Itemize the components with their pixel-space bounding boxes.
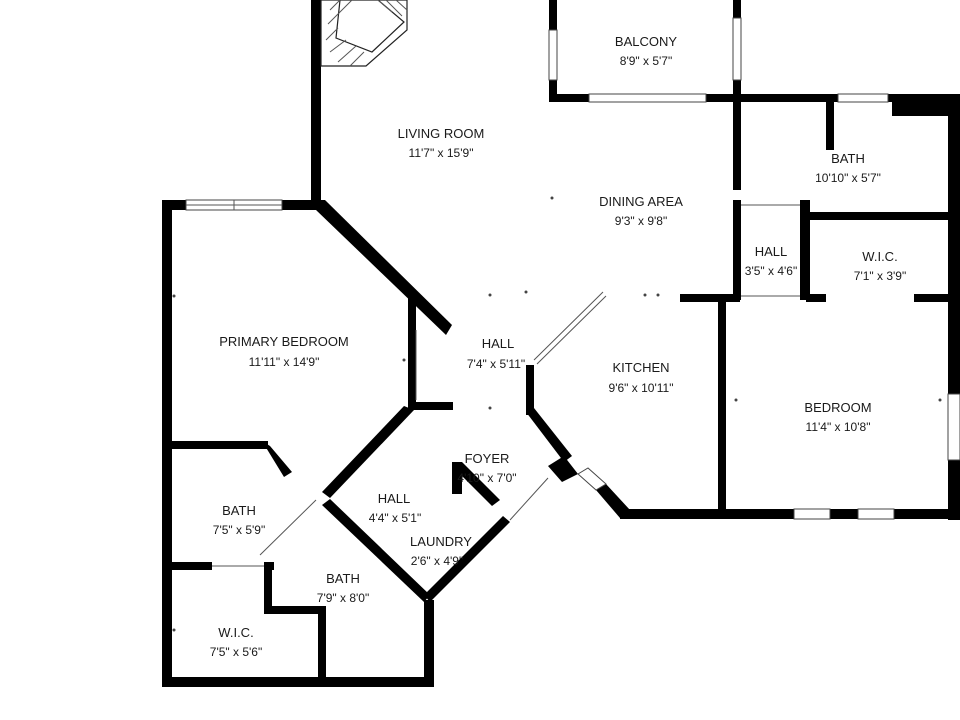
room-dims: 4'10" x 7'0" (457, 471, 516, 485)
room-label-bedroom: BEDROOM 11'4" x 10'8" (804, 400, 871, 434)
room-name: W.I.C. (218, 625, 253, 640)
windows (185, 17, 960, 567)
room-name: BEDROOM (804, 400, 871, 415)
room-name: BATH (831, 151, 865, 166)
room-dims: 2'6" x 4'9" (411, 554, 463, 568)
room-label-hall-small: HALL 3'5" x 4'6" (745, 244, 797, 278)
room-label-bath-left: BATH 7'5" x 5'9" (213, 503, 265, 537)
room-dims: 7'4" x 5'11" (467, 357, 525, 371)
room-label-wic-lower: W.I.C. 7'5" x 5'6" (210, 625, 262, 659)
room-name: HALL (755, 244, 788, 259)
room-dims: 11'4" x 10'8" (806, 420, 871, 434)
room-dims: 7'9" x 8'0" (317, 591, 369, 605)
room-label-hall-lower: HALL 4'4" x 5'1" (369, 491, 421, 525)
room-name: W.I.C. (862, 249, 897, 264)
room-name: FOYER (465, 451, 510, 466)
room-name: HALL (378, 491, 411, 506)
room-dims: 4'4" x 5'1" (369, 511, 421, 525)
room-name: LIVING ROOM (398, 126, 485, 141)
room-dims: 10'10" x 5'7" (815, 171, 881, 185)
room-label-dining-area: DINING AREA 9'3" x 9'8" (599, 194, 683, 228)
room-name: PRIMARY BEDROOM (219, 334, 349, 349)
room-label-wic-upper: W.I.C. 7'1" x 3'9" (854, 249, 906, 283)
room-label-foyer: FOYER 4'10" x 7'0" (457, 451, 516, 485)
room-dims: 7'1" x 3'9" (854, 269, 906, 283)
room-dims: 11'7" x 15'9" (409, 146, 474, 160)
room-label-bath-upper: BATH 10'10" x 5'7" (815, 151, 881, 185)
room-name: BATH (326, 571, 360, 586)
room-label-balcony: BALCONY 8'9" x 5'7" (615, 34, 677, 68)
room-dims: 3'5" x 4'6" (745, 264, 797, 278)
room-dims: 11'11" x 14'9" (249, 355, 320, 369)
room-label-bath-lower: BATH 7'9" x 8'0" (317, 571, 369, 605)
room-name: KITCHEN (612, 360, 669, 375)
room-label-laundry: LAUNDRY 2'6" x 4'9" (410, 534, 472, 568)
room-label-hall-center: HALL 7'4" x 5'11" (467, 336, 525, 371)
room-name: LAUNDRY (410, 534, 472, 549)
measurement-ticks (172, 196, 942, 632)
room-dims: 8'9" x 5'7" (620, 54, 672, 68)
room-dims: 7'5" x 5'6" (210, 645, 262, 659)
room-name: BALCONY (615, 34, 677, 49)
room-label-living-room: LIVING ROOM 11'7" x 15'9" (398, 126, 485, 160)
room-name: HALL (482, 336, 515, 351)
room-label-kitchen: KITCHEN 9'6" x 10'11" (609, 360, 674, 395)
fireplace-icon (320, 0, 408, 67)
room-dims: 9'3" x 9'8" (615, 214, 667, 228)
room-dims: 7'5" x 5'9" (213, 523, 265, 537)
room-name: BATH (222, 503, 256, 518)
room-dims: 9'6" x 10'11" (609, 381, 674, 395)
room-label-primary-bedroom: PRIMARY BEDROOM 11'11" x 14'9" (219, 334, 349, 369)
room-name: DINING AREA (599, 194, 683, 209)
walls (162, 0, 960, 687)
